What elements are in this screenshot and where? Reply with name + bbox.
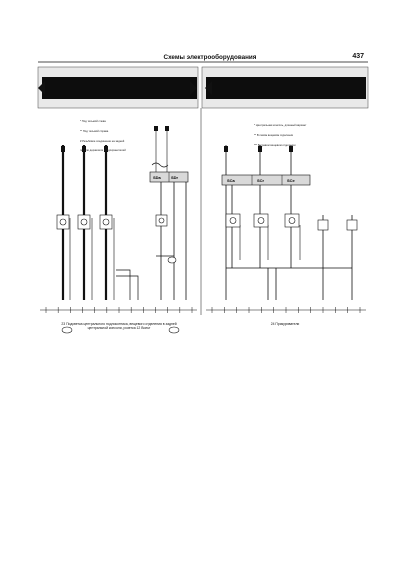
fuse-label-sdr: SDr — [171, 175, 179, 180]
note-right-3: *** В правом вещевом отделении — [254, 143, 296, 147]
page-title: Схемы электрооборудования — [163, 54, 257, 61]
fuse-label-sce: SCe — [287, 178, 296, 183]
note-left-2: ** Под тесьмой справа — [80, 130, 109, 134]
left-ground-symbols — [61, 256, 180, 334]
note-right-1: * Центральная консоль, длинный вариант — [254, 124, 307, 128]
notes-right: * Центральная консоль, длинный вариант *… — [254, 118, 306, 153]
left-top-terminals — [61, 126, 169, 152]
note-left-4: панели держателя предохранителей — [80, 149, 126, 153]
caption-right: 24 Прикуриватели — [270, 322, 300, 326]
left-ruler-ticks — [45, 307, 193, 313]
right-components — [225, 213, 358, 231]
middle-diamond-marker — [190, 81, 212, 95]
note-left-3: # Резьбовое соединение на задней — [80, 139, 125, 143]
fuse-label-sca: SCa — [227, 178, 236, 183]
left-components — [56, 214, 168, 230]
note-left-1: * Под тесьмой слева — [80, 120, 106, 124]
right-ruler-ticks — [211, 307, 361, 313]
fuse-label-scr: SCr — [257, 178, 265, 183]
page-number: 437 — [352, 53, 364, 60]
note-right-2: ** В левом вещевом отделении — [254, 134, 294, 138]
left-fuse-block — [149, 162, 189, 183]
right-top-terminals — [224, 146, 293, 152]
left-diamond-marker — [38, 81, 45, 95]
right-fuse-block — [221, 174, 311, 186]
power-bar-right — [206, 77, 366, 99]
power-bar-left — [42, 77, 197, 99]
notes-left: * Под тесьмой слева ** Под тесьмой справ… — [80, 114, 126, 159]
caption-left: 23 Подсветка центрального подлокотника, … — [61, 322, 177, 331]
fuse-label-sda: SDa — [153, 175, 162, 180]
